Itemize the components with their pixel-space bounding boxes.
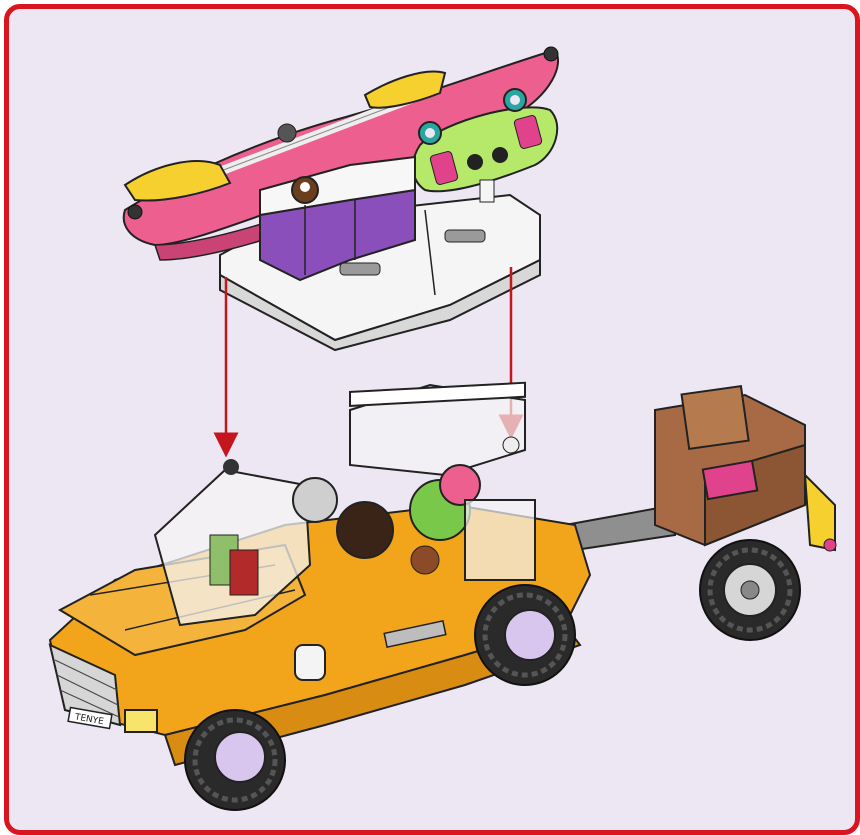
figure-head-brown (337, 502, 393, 558)
trailer (565, 386, 836, 640)
trailer-wheel (700, 540, 800, 640)
car-wheel-front (185, 710, 285, 810)
instruction-panel: TENYE (4, 4, 860, 835)
figure-head-grey (293, 478, 337, 522)
build-illustration: TENYE (9, 9, 855, 830)
car-wheel-rear (475, 585, 575, 685)
car: TENYE (50, 383, 590, 810)
roof-rack-assembly (124, 47, 558, 350)
